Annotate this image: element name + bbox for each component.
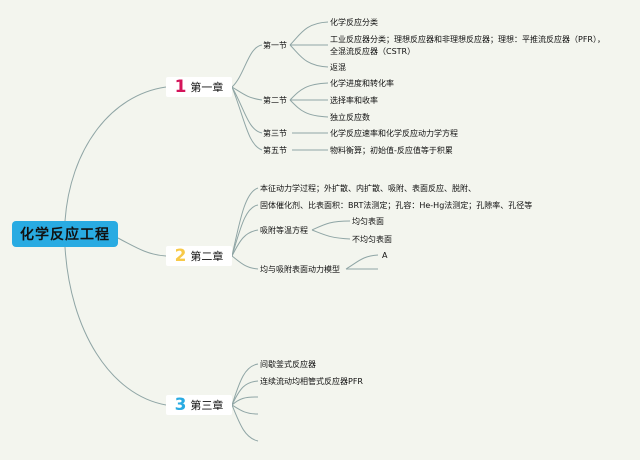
link-s1-i0: [289, 21, 329, 46]
chapter-2-label: 第二章: [190, 250, 224, 263]
link-ch3-i1: [231, 380, 259, 406]
chapter-3-label: 第三章: [190, 399, 224, 412]
link-ads-a: [311, 220, 351, 231]
link-ch1-s2: [231, 86, 263, 101]
ch2-adsorption-model[interactable]: 均与吸附表面动力模型: [260, 265, 340, 274]
link-ch1-s3: [231, 86, 263, 134]
ch1-s2-item-1[interactable]: 选择率和收率: [330, 96, 378, 105]
chapter-1-node[interactable]: 1 第一章: [166, 77, 232, 97]
root-node[interactable]: 化学反应工程: [12, 221, 118, 247]
link-ch2-i0: [231, 187, 259, 257]
ch2-model-item-a[interactable]: A: [382, 251, 388, 260]
ch1-s1-item-0[interactable]: 化学反应分类: [330, 18, 378, 27]
ch3-item-0[interactable]: 间歇釜式反应器: [260, 360, 316, 369]
ch2-ads-nonuniform[interactable]: 不均匀表面: [352, 235, 392, 244]
link-ch1-s5: [231, 86, 263, 151]
chapter-1-number: 1: [174, 77, 187, 97]
chapter-2-number: 2: [174, 246, 187, 266]
link-ch3-e2: [231, 404, 259, 415]
chapter-3-number: 3: [174, 395, 187, 415]
link-ch2-i1: [231, 204, 259, 257]
ch2-ads-uniform[interactable]: 均匀表面: [352, 217, 384, 226]
ch1-section-3[interactable]: 第三节: [263, 129, 287, 138]
ch1-s2-item-0[interactable]: 化学进度和转化率: [330, 79, 394, 88]
chapter-2-node[interactable]: 2 第二章: [166, 246, 232, 266]
link-model-a: [345, 254, 379, 270]
link-ads-b: [311, 229, 351, 240]
link-s2-i0: [289, 82, 329, 101]
ch1-s2-item-2[interactable]: 独立反应数: [330, 113, 370, 122]
ch1-section-2[interactable]: 第二节: [263, 96, 287, 105]
link-ch3-e1: [231, 396, 259, 406]
link-ch2-ads: [231, 229, 259, 257]
root-label: 化学反应工程: [20, 227, 110, 243]
link-root-ch2: [117, 237, 167, 257]
link-ch3-e3: [231, 404, 259, 442]
ch1-section-1[interactable]: 第一节: [263, 41, 287, 50]
ch1-s1-item-1b[interactable]: 全混流反应器（CSTR）: [330, 47, 416, 56]
chapter-1-label: 第一章: [190, 81, 224, 94]
link-root-ch1: [64, 86, 167, 222]
ch2-adsorption-isotherm[interactable]: 吸附等温方程: [260, 226, 308, 235]
link-ch1-s1: [231, 44, 263, 88]
ch2-item-1[interactable]: 固体催化剂、比表面积：BRT法测定；孔容：He-Hg法测定；孔隙率、孔径等: [260, 201, 533, 210]
ch1-s5-item-0[interactable]: 物料衡算；初始值-反应值等于积累: [330, 146, 453, 155]
ch1-section-5[interactable]: 第五节: [263, 146, 287, 155]
link-root-ch3: [64, 246, 167, 406]
ch3-item-1[interactable]: 连续流动均相管式反应器PFR: [260, 377, 363, 386]
link-s1-i2: [289, 44, 329, 68]
chapter-3-node[interactable]: 3 第三章: [166, 395, 232, 415]
ch1-s3-item-0[interactable]: 化学反应速率和化学反应动力学方程: [330, 129, 458, 138]
link-ch3-i0: [231, 363, 259, 406]
ch1-s1-item-2[interactable]: 返混: [330, 63, 346, 72]
link-ch2-model: [231, 255, 259, 270]
ch2-item-0[interactable]: 本征动力学过程；外扩散、内扩散、吸附、表面反应、脱附、: [260, 184, 476, 193]
ch1-s1-item-1a[interactable]: 工业反应器分类；理想反应器和非理想反应器；理想：平推流反应器（PFR），: [330, 35, 605, 44]
link-s2-i2: [289, 99, 329, 118]
